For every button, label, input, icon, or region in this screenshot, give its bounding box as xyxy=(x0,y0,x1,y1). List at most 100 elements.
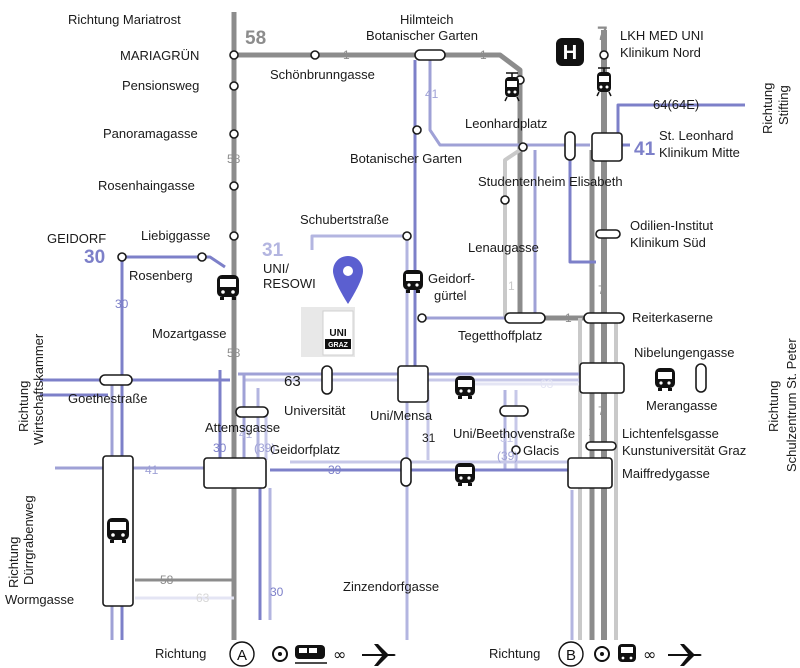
stop-rosenhaingasse[interactable] xyxy=(229,181,239,191)
label-richtung-stifting-1: Richtung xyxy=(760,83,775,134)
stop-reiterkaserne[interactable] xyxy=(583,312,625,324)
line-64-label: 64(64E) xyxy=(653,97,699,112)
label-botanischer-garten: Botanischer Garten xyxy=(350,151,462,166)
line-7-label-reiter: 7 xyxy=(598,283,605,297)
stop-lenaugasse[interactable] xyxy=(500,195,510,205)
label-richtung-duerrgraben-1: Richtung xyxy=(6,537,21,588)
label-richtung-schulzentrum-2: Schulzentrum St. Peter xyxy=(784,338,799,472)
label-uni-beethoven: Uni/Beethovenstraße xyxy=(453,426,575,441)
letter-b: B xyxy=(566,647,576,664)
line-31-label: 31 xyxy=(262,240,284,261)
line-7-label-lichten: 7 xyxy=(598,404,605,418)
line-39-label-beeth: (39) xyxy=(497,449,518,463)
stop-rosenberg[interactable] xyxy=(197,252,207,262)
stop-st-leonhard[interactable] xyxy=(591,132,623,162)
airplane-icon xyxy=(362,644,396,666)
stop-schubertstrasse[interactable] xyxy=(402,231,412,241)
stop-lkh[interactable] xyxy=(599,50,609,60)
label-nibelungengasse: Nibelungengasse xyxy=(634,345,734,360)
stop-attemsgasse[interactable] xyxy=(235,406,269,418)
line-58-label-mozart: 58 xyxy=(227,346,241,360)
line-30-label-attems: 30 xyxy=(213,441,227,455)
airplane-icon xyxy=(668,644,702,666)
stop-uni-mensa[interactable] xyxy=(397,365,429,403)
stop-geidorfguertel[interactable] xyxy=(417,313,427,323)
stop-botanischer-garten[interactable] xyxy=(412,125,422,135)
label-richtung-wirtschaft-2: Wirtschaftskammer xyxy=(31,333,46,445)
line-31-label-beeth: 31 xyxy=(500,431,514,445)
hospital-letter: H xyxy=(563,42,577,64)
stop-hilmteich[interactable] xyxy=(414,49,446,61)
stop-tegetthoffplatz[interactable] xyxy=(504,312,546,324)
label-geidorf: GEIDORF xyxy=(47,231,106,246)
label-rosenberg: Rosenberg xyxy=(129,268,193,283)
stop-nibelungengasse[interactable] xyxy=(695,363,707,393)
label-schubertstrasse: Schubertstraße xyxy=(300,212,389,227)
label-lenaugasse: Lenaugasse xyxy=(468,240,539,255)
line-1-label-teget: 1 xyxy=(565,311,572,325)
label-wormgasse: Wormgasse xyxy=(5,592,74,607)
stop-schoenbrunngasse[interactable] xyxy=(310,50,320,60)
train-icon xyxy=(295,645,327,664)
infinity-icon: ∞ xyxy=(643,645,656,664)
target-icon xyxy=(594,646,610,662)
tram-line-1-light xyxy=(503,148,522,318)
label-panoramagasse: Panoramagasse xyxy=(103,126,198,141)
line-7-label: 7 xyxy=(597,24,608,45)
label-uni-resowi-1: UNI/ xyxy=(263,261,289,276)
label-richtung-schulzentrum-1: Richtung xyxy=(766,381,781,432)
stop-zinzendorfgasse[interactable] xyxy=(400,457,412,487)
stop-liebiggasse[interactable] xyxy=(229,231,239,241)
line-39-label-zinz: 39 xyxy=(328,463,342,477)
stop-goethestrasse[interactable] xyxy=(99,374,133,386)
bus-icon xyxy=(618,644,636,662)
label-richtung-mariatrost: Richtung Mariatrost xyxy=(68,12,181,27)
label-lichtenfels-1: Lichtenfelsgasse xyxy=(622,426,719,441)
hospital-icon: H xyxy=(556,38,584,66)
stop-geidorfplatz[interactable] xyxy=(203,457,267,489)
line-1-label-lenau: 1 xyxy=(508,279,515,293)
location-pin-icon xyxy=(333,256,363,304)
stop-maiffredygasse[interactable] xyxy=(567,457,613,489)
stop-uni-beethoven[interactable] xyxy=(499,405,529,417)
stop-universitaet[interactable] xyxy=(321,365,333,395)
line-numbers-layer: 58 7 41 31 30 1 1 41 58 30 1 1 7 58 63 6… xyxy=(84,24,699,605)
stop-panoramagasse[interactable] xyxy=(229,129,239,139)
stop-glacis[interactable] xyxy=(511,445,521,455)
stop-odilien[interactable] xyxy=(595,229,621,239)
stop-leonhardplatz-bar[interactable] xyxy=(564,131,576,161)
stop-geidorf[interactable] xyxy=(117,252,127,262)
label-richtung-a: Richtung xyxy=(155,646,206,661)
line-39-label-attems: (39) xyxy=(254,441,275,455)
label-universitaet: Universität xyxy=(284,403,346,418)
letter-a: A xyxy=(237,647,247,664)
label-mozartgasse: Mozartgasse xyxy=(152,326,226,341)
stop-mariagruen[interactable] xyxy=(229,50,239,60)
stop-merangasse[interactable] xyxy=(579,362,625,394)
icons-layer: H xyxy=(107,38,702,667)
label-geidorfplatz: Geidorfplatz xyxy=(270,442,340,457)
bus-line-64 xyxy=(616,103,745,140)
stop-pensionsweg[interactable] xyxy=(229,81,239,91)
line-63-label-faded: 63 xyxy=(540,377,554,391)
line-58-label-mid: 58 xyxy=(227,152,241,166)
tram-icon xyxy=(504,72,520,102)
label-liebiggasse: Liebiggasse xyxy=(141,228,210,243)
label-lkh-2: Klinikum Nord xyxy=(620,45,701,60)
stop-lichtenfelsgasse[interactable] xyxy=(585,441,617,451)
label-odilien-1: Odilien-Institut xyxy=(630,218,713,233)
infinity-icon: ∞ xyxy=(333,645,346,664)
stop-leonhardplatz[interactable] xyxy=(518,142,528,152)
bus-line-30 xyxy=(122,255,226,269)
label-maiffredygasse: Maiffredygasse xyxy=(622,466,710,481)
line-1-label-maiff: 1 xyxy=(588,425,595,439)
label-st-leonhard-1: St. Leonhard xyxy=(659,128,733,143)
direction-b-legend: B ∞ xyxy=(558,641,702,667)
university-logo-text-2: GRAZ xyxy=(328,342,349,349)
stops-layer xyxy=(99,49,707,607)
lines-layer xyxy=(40,12,745,640)
label-leonhardplatz: Leonhardplatz xyxy=(465,116,547,131)
label-st-leonhard-2: Klinikum Mitte xyxy=(659,145,740,160)
label-pensionsweg: Pensionsweg xyxy=(122,78,199,93)
